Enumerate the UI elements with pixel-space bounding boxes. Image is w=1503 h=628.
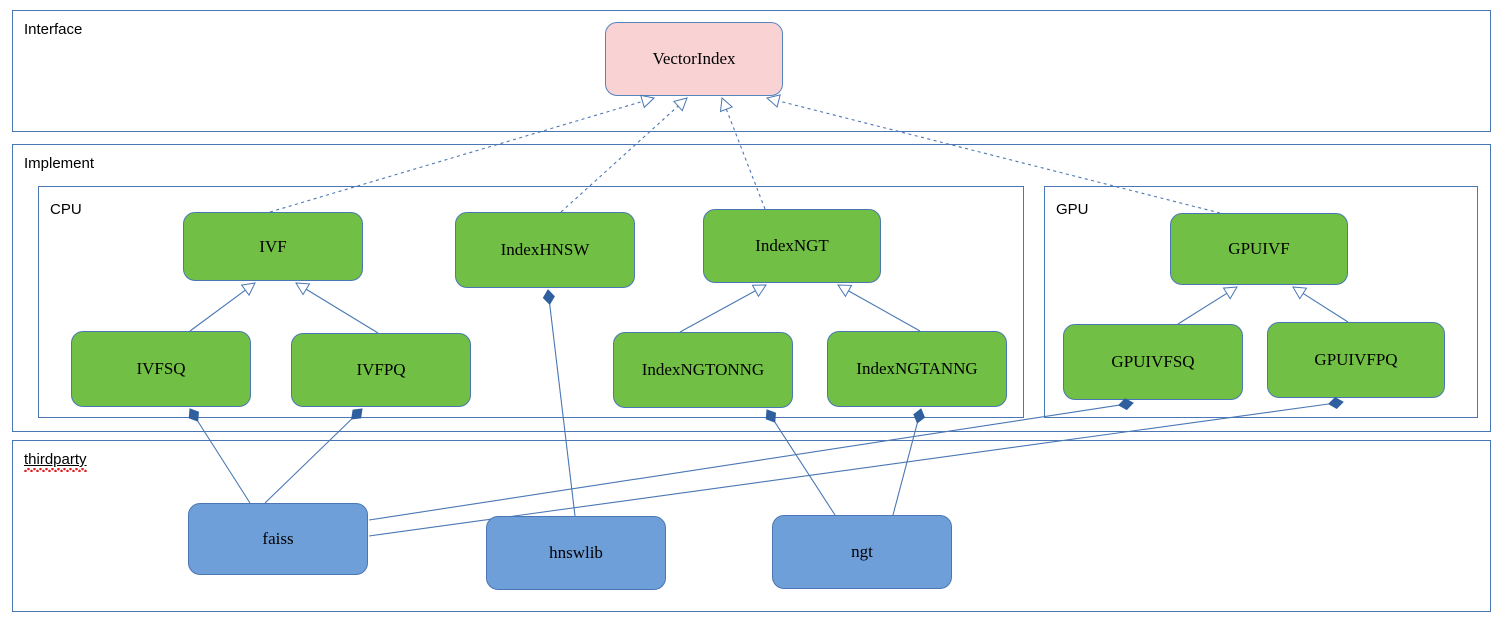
class-node-label: faiss bbox=[262, 529, 294, 548]
class-node-ngt[interactable]: ngt bbox=[772, 515, 952, 589]
class-node-label: IndexNGT bbox=[755, 236, 829, 255]
class-node-label: hnswlib bbox=[549, 543, 603, 562]
subsection-label-gpu: GPU bbox=[1056, 201, 1089, 218]
class-node-label: GPUIVFPQ bbox=[1314, 350, 1398, 369]
class-node-gpuivfpq[interactable]: GPUIVFPQ bbox=[1267, 322, 1445, 398]
section-label-implement: Implement bbox=[24, 156, 94, 171]
class-node-indexngtanng[interactable]: IndexNGTANNG bbox=[827, 331, 1007, 407]
class-node-label: VectorIndex bbox=[652, 49, 736, 68]
class-node-ivfpq[interactable]: IVFPQ bbox=[291, 333, 471, 407]
section-title-text: Implement bbox=[24, 155, 95, 172]
class-node-vectorindex[interactable]: VectorIndex bbox=[605, 22, 783, 96]
section-title-text: Interface bbox=[24, 21, 83, 38]
class-node-indexhnsw[interactable]: IndexHNSW bbox=[455, 212, 635, 288]
class-node-gpuivfsq[interactable]: GPUIVFSQ bbox=[1063, 324, 1243, 400]
class-node-label: IVF bbox=[259, 236, 287, 256]
class-node-indexngtonng[interactable]: IndexNGTONNG bbox=[613, 332, 793, 408]
class-node-faiss[interactable]: faiss bbox=[188, 503, 368, 575]
class-node-indexngt[interactable]: IndexNGT bbox=[703, 209, 881, 283]
class-node-label: IndexHNSW bbox=[500, 240, 590, 259]
section-title-text: thirdparty bbox=[24, 451, 87, 468]
class-node-hnswlib[interactable]: hnswlib bbox=[486, 516, 666, 590]
section-label-thirdparty: thirdparty bbox=[24, 452, 87, 467]
class-node-ivf[interactable]: IVF bbox=[183, 212, 363, 281]
class-node-ivfsq[interactable]: IVFSQ bbox=[71, 331, 251, 407]
section-label-interface: Interface bbox=[24, 22, 82, 37]
subsection-label-cpu: CPU bbox=[50, 201, 82, 218]
class-node-label: GPUIVFSQ bbox=[1111, 352, 1195, 371]
class-node-label: IVFPQ bbox=[356, 360, 406, 379]
class-node-label: IndexNGTANNG bbox=[856, 359, 978, 378]
class-node-label: IVFSQ bbox=[136, 359, 186, 378]
class-node-label: ngt bbox=[851, 542, 873, 561]
class-node-label: IndexNGTONNG bbox=[641, 360, 765, 379]
class-node-label: GPUIVF bbox=[1228, 239, 1290, 258]
class-node-gpuivf[interactable]: GPUIVF bbox=[1170, 213, 1348, 285]
